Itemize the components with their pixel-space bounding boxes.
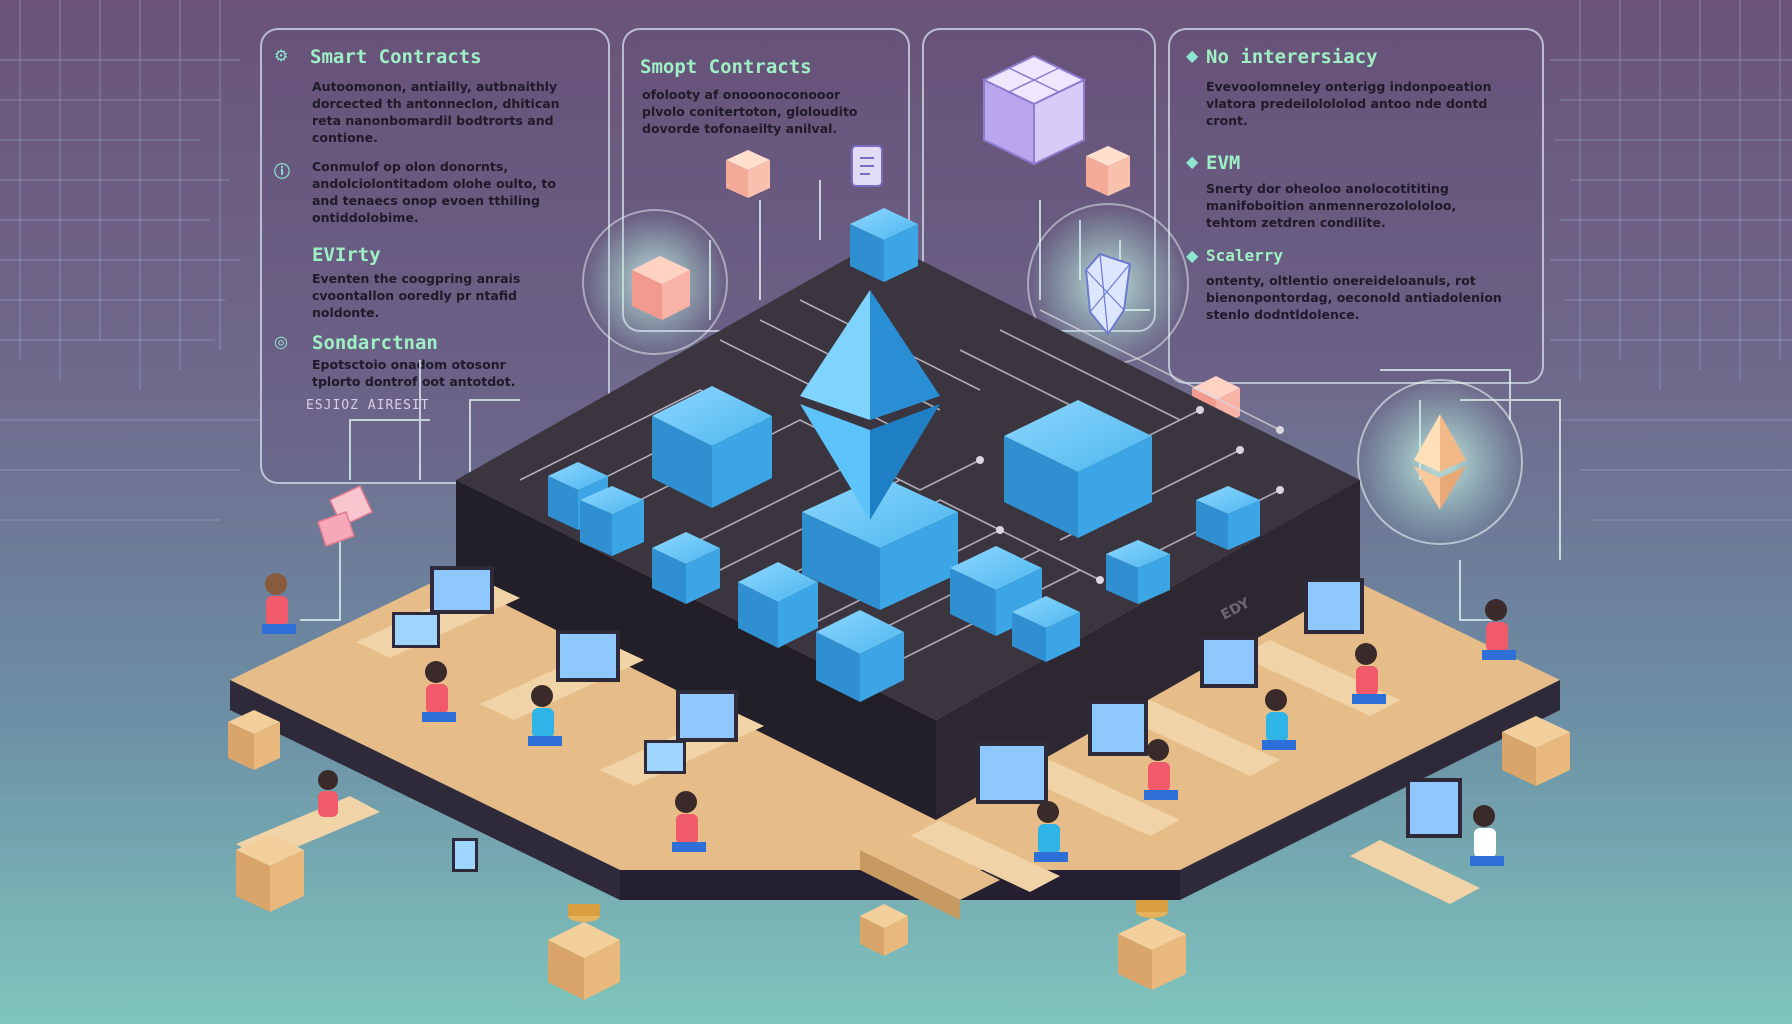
- floating-cube-small-1: [726, 150, 770, 198]
- block: [652, 386, 772, 508]
- node-icon: ◆: [1186, 46, 1199, 65]
- panel-1-title: Smart Contracts: [310, 46, 482, 68]
- block: [850, 208, 918, 282]
- block: [1012, 596, 1080, 662]
- block: [1106, 540, 1170, 604]
- desk-monitor: [600, 690, 764, 786]
- ethereum-diamond-icon: [800, 290, 940, 520]
- panel-4-text-1: Evevoolomneley onterigg indonpoeation vl…: [1206, 79, 1492, 128]
- contract-document-icon: [851, 145, 883, 187]
- panel-2-title: Smopt Contracts: [640, 56, 812, 78]
- box: [860, 904, 908, 956]
- panel-1-heading-2: EVIrty: [312, 244, 381, 266]
- worker: [422, 661, 456, 722]
- cube-cluster-icon: [981, 54, 1087, 166]
- box: [548, 904, 620, 1000]
- cardboard-boxes: [228, 710, 1570, 1000]
- worker: [1470, 805, 1504, 866]
- desk-monitor: [1020, 700, 1180, 836]
- desk-monitor: [356, 566, 520, 658]
- panel-4-text-2: Snerty dor oheoloo anolocotititing manif…: [1206, 181, 1457, 230]
- block: [1004, 400, 1152, 538]
- panel-1-heading-3: Sondarctnan: [312, 332, 438, 354]
- pink-arrow-icons: [317, 485, 373, 547]
- panel-1-text-2: Conmulof op olon donornts, andolciolonti…: [312, 159, 556, 225]
- panel-2-text-1: ofolooty af onooonoconooor plvolo conite…: [642, 87, 858, 136]
- panel-4-text-3: ontenty, oltlentio onereideloanuls, rot …: [1206, 273, 1502, 322]
- link-icon: ◆: [1186, 152, 1199, 171]
- desk-monitor: [1350, 778, 1480, 904]
- worker: [1482, 599, 1516, 660]
- worker: [1144, 739, 1178, 800]
- workstations: [236, 566, 1516, 904]
- block: [738, 562, 818, 648]
- block: [580, 486, 644, 556]
- floating-cube-small-2: [1086, 146, 1130, 196]
- box: [1118, 900, 1186, 990]
- block: [950, 546, 1042, 636]
- box: [228, 710, 280, 770]
- chain-icon: ◎: [274, 332, 288, 351]
- block: [1196, 486, 1260, 550]
- worker: [528, 685, 562, 746]
- gear-icon: ⚙: [274, 46, 289, 65]
- panel-1-footer: ESJIOZ AIRESIT: [306, 398, 430, 413]
- worker: [1262, 689, 1296, 750]
- scale-icon: ◆: [1186, 246, 1199, 265]
- blue-blocks: [548, 208, 1260, 702]
- box: [236, 834, 304, 912]
- info-icon: ⓘ: [274, 162, 291, 181]
- block: [816, 610, 904, 702]
- worker: [318, 770, 338, 817]
- panel-1-text-1: Autoomonon, antiailly, autbnaithly dorce…: [312, 79, 560, 145]
- box: [1502, 716, 1570, 786]
- info-panel-interoperability: [1168, 28, 1544, 384]
- ethereum-logo-icon: [1414, 414, 1466, 510]
- info-panel-smart-contracts: [260, 28, 610, 484]
- desk-monitor: [480, 630, 644, 720]
- worker: [1352, 643, 1386, 704]
- panel-4-heading-2: EVM: [1206, 152, 1241, 174]
- panel-1-text-3: Eventen the coogpring anrais cvoontallon…: [312, 271, 521, 320]
- hexagon-gem-icon: [1084, 252, 1132, 336]
- floating-cube-left: [632, 256, 690, 320]
- worker: [672, 791, 706, 852]
- worker: [1034, 801, 1068, 862]
- desk-monitor: [1120, 636, 1280, 776]
- panel-4-title: No interersiacy: [1206, 46, 1378, 68]
- desk-monitor: [910, 742, 1060, 892]
- panel-4-heading-3: Scalerry: [1206, 246, 1284, 265]
- panel-1-text-4: Epotsctoio onadom otosonr tplorto dontro…: [312, 357, 516, 389]
- worker: [262, 573, 296, 634]
- block: [652, 532, 720, 604]
- block: [802, 476, 958, 610]
- stage-steps: [860, 830, 1000, 920]
